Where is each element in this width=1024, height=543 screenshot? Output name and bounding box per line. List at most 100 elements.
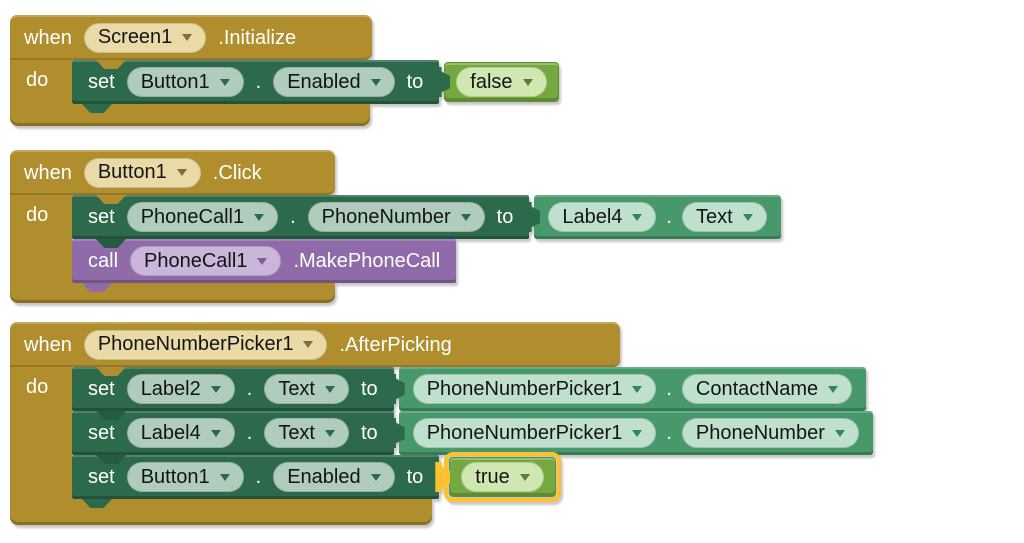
set-block[interactable]: set Label4 . Text to: [72, 411, 394, 455]
connector-tab-icon: [82, 499, 112, 508]
to-keyword: to: [361, 378, 378, 400]
do-slot: do: [10, 195, 72, 283]
component-dropdown[interactable]: Label4: [126, 418, 235, 448]
dropdown-arrow-icon: [303, 341, 314, 348]
event-name: .Click: [212, 161, 262, 184]
dropdown-value: Button1: [97, 161, 167, 183]
component-dropdown[interactable]: PhoneNumberPicker1: [83, 329, 328, 360]
do-keyword: do: [26, 376, 49, 398]
dot-separator: .: [666, 422, 672, 444]
dot-separator: .: [246, 422, 253, 444]
dropdown-arrow-icon: [522, 78, 533, 86]
set-keyword: set: [88, 206, 115, 228]
to-keyword: to: [406, 71, 424, 93]
dropdown-arrow-icon: [325, 385, 335, 393]
dropdown-arrow-icon: [370, 78, 381, 86]
dropdown-value: Button1: [140, 465, 210, 488]
do-slot: do: [10, 60, 72, 104]
getter-block[interactable]: Label4 . Text: [534, 195, 781, 239]
event-foot: [10, 499, 432, 525]
statement-row: set Label2 . Text to: [72, 367, 867, 411]
dropdown-value: Text: [278, 377, 315, 400]
statement-row: set PhoneCall1 . PhoneNumber to: [72, 195, 781, 239]
set-block[interactable]: set PhoneCall1 . PhoneNumber to: [72, 195, 530, 239]
dropdown-value: Text: [695, 205, 733, 228]
property-dropdown[interactable]: Text: [264, 374, 349, 404]
socket-plug-icon: [435, 462, 451, 492]
dropdown-arrow-icon: [632, 385, 643, 393]
when-keyword: when: [24, 333, 72, 356]
connector-tab-icon: [82, 104, 112, 113]
connector-notch-icon: [96, 60, 126, 69]
event-block-button1-click[interactable]: when Button1 .Click do set PhoneCall1: [10, 150, 781, 303]
logic-false-block[interactable]: false: [444, 62, 559, 102]
dropdown-arrow-icon: [219, 473, 230, 481]
to-keyword: to: [406, 466, 424, 488]
component-dropdown[interactable]: PhoneCall1: [130, 246, 282, 276]
event-name: .AfterPicking: [339, 333, 452, 356]
dot-separator: .: [666, 206, 672, 228]
selection-highlight: true: [444, 452, 561, 502]
component-dropdown[interactable]: PhoneNumberPicker1: [412, 374, 657, 404]
property-dropdown[interactable]: ContactName: [681, 374, 853, 404]
event-block-phonenumberpicker1-afterpicking[interactable]: when PhoneNumberPicker1 .AfterPicking do…: [10, 322, 873, 525]
event-header[interactable]: when Button1 .Click: [10, 150, 335, 195]
set-block[interactable]: set Button1 . Enabled to: [72, 60, 440, 104]
set-block[interactable]: set Button1 . Enabled to: [72, 455, 440, 499]
dropdown-value: PhoneNumberPicker1: [426, 421, 623, 444]
socket-plug-icon: [435, 67, 451, 97]
dropdown-value: PhoneNumber: [321, 205, 451, 228]
do-keyword: do: [26, 204, 49, 226]
dropdown-arrow-icon: [632, 429, 643, 437]
do-keyword: do: [26, 69, 49, 91]
dropdown-arrow-icon: [834, 429, 845, 437]
getter-block[interactable]: PhoneNumberPicker1 . ContactName: [398, 367, 867, 411]
property-dropdown[interactable]: Text: [681, 202, 767, 232]
component-dropdown[interactable]: Button1: [126, 67, 244, 97]
set-keyword: set: [88, 422, 115, 444]
to-keyword: to: [496, 206, 514, 228]
dropdown-value: Button1: [140, 70, 210, 93]
component-dropdown[interactable]: Button1: [83, 157, 201, 188]
statement-row: call PhoneCall1 .MakePhoneCall: [72, 239, 457, 283]
logic-true-block[interactable]: true: [449, 457, 556, 497]
logic-value-dropdown[interactable]: true: [461, 462, 544, 492]
dot-separator: .: [666, 378, 672, 400]
property-dropdown[interactable]: PhoneNumber: [307, 202, 485, 232]
connector-tab-icon: [82, 283, 112, 292]
component-dropdown[interactable]: PhoneNumberPicker1: [412, 418, 657, 448]
connector-notch-icon: [96, 411, 126, 420]
dropdown-value: PhoneNumberPicker1: [426, 377, 623, 400]
event-header[interactable]: when PhoneNumberPicker1 .AfterPicking: [10, 322, 620, 367]
dropdown-arrow-icon: [210, 429, 221, 437]
socket-plug-icon: [389, 374, 405, 404]
dropdown-arrow-icon: [254, 213, 265, 221]
property-dropdown[interactable]: Enabled: [273, 67, 395, 97]
set-block[interactable]: set Label2 . Text to: [72, 367, 394, 411]
call-keyword: call: [88, 250, 119, 272]
component-dropdown[interactable]: Label2: [126, 374, 235, 404]
dropdown-value: ContactName: [695, 377, 819, 400]
component-dropdown[interactable]: PhoneCall1: [126, 202, 279, 232]
component-dropdown[interactable]: Label4: [548, 202, 657, 232]
getter-block[interactable]: PhoneNumberPicker1 . PhoneNumber: [398, 411, 873, 455]
dropdown-arrow-icon: [219, 78, 230, 86]
dropdown-value: Label4: [562, 205, 623, 228]
property-dropdown[interactable]: PhoneNumber: [681, 418, 859, 448]
dropdown-value: false: [470, 70, 513, 93]
logic-value-dropdown[interactable]: false: [456, 67, 547, 97]
property-dropdown[interactable]: Enabled: [273, 462, 395, 492]
call-block[interactable]: call PhoneCall1 .MakePhoneCall: [72, 239, 457, 283]
when-keyword: when: [24, 26, 72, 49]
property-dropdown[interactable]: Text: [264, 418, 349, 448]
connector-notch-icon: [96, 367, 126, 376]
dropdown-arrow-icon: [210, 385, 221, 393]
event-header[interactable]: when Screen1 .Initialize: [10, 15, 372, 60]
event-name: .Initialize: [218, 26, 297, 49]
event-block-screen1-initialize[interactable]: when Screen1 .Initialize do set Button1: [10, 15, 559, 126]
event-foot: [10, 283, 335, 303]
dropdown-arrow-icon: [742, 213, 753, 221]
component-dropdown[interactable]: Button1: [126, 462, 244, 492]
component-dropdown[interactable]: Screen1: [83, 22, 207, 53]
